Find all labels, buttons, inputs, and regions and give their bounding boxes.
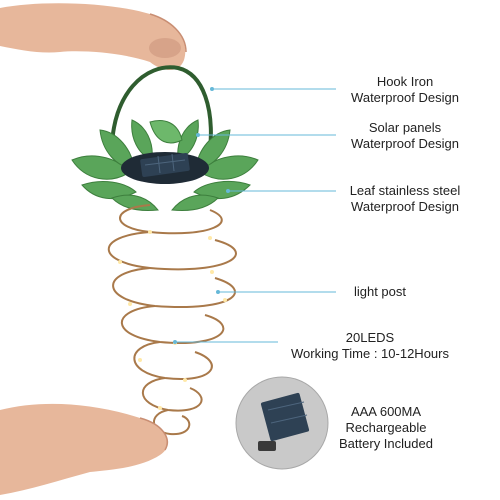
callout-leaf-line2: Waterproof Design bbox=[351, 199, 459, 214]
callout-solar-line2: Waterproof Design bbox=[351, 136, 459, 151]
callout-battery-line1: AAA 600MA bbox=[350, 404, 422, 419]
callout-leds-line1: 20LEDS bbox=[345, 330, 395, 345]
callout-hook-line1: Hook Iron bbox=[376, 74, 434, 89]
callout-leds: 20LEDS Working Time : 10-12Hours bbox=[282, 330, 458, 362]
callout-hook: Hook Iron Waterproof Design bbox=[340, 74, 470, 106]
callout-post-line1: light post bbox=[353, 284, 407, 299]
callout-battery: AAA 600MA Rechargeable Battery Included bbox=[330, 404, 442, 452]
spiral-light-wire bbox=[107, 204, 237, 436]
battery-inset bbox=[235, 376, 329, 470]
callout-light-post: light post bbox=[340, 284, 420, 300]
callout-leds-line2: Working Time : 10-12Hours bbox=[291, 346, 449, 361]
callout-leaf: Leaf stainless steel Waterproof Design bbox=[340, 183, 470, 215]
lotus-leaves bbox=[71, 119, 259, 211]
callout-solar-panels: Solar panels Waterproof Design bbox=[340, 120, 470, 152]
led-points bbox=[118, 230, 227, 410]
leader-lines bbox=[175, 88, 336, 343]
callout-leaf-line1: Leaf stainless steel bbox=[349, 183, 461, 198]
callout-battery-line3: Battery Included bbox=[339, 436, 433, 451]
leader-dots bbox=[173, 87, 230, 344]
callout-battery-line2: Rechargeable bbox=[345, 420, 427, 435]
callout-hook-line2: Waterproof Design bbox=[351, 90, 459, 105]
callout-solar-line1: Solar panels bbox=[368, 120, 442, 135]
bottom-hand bbox=[0, 403, 169, 495]
top-hand bbox=[0, 3, 187, 71]
hook-handle bbox=[110, 65, 213, 152]
solar-panel bbox=[121, 152, 209, 184]
